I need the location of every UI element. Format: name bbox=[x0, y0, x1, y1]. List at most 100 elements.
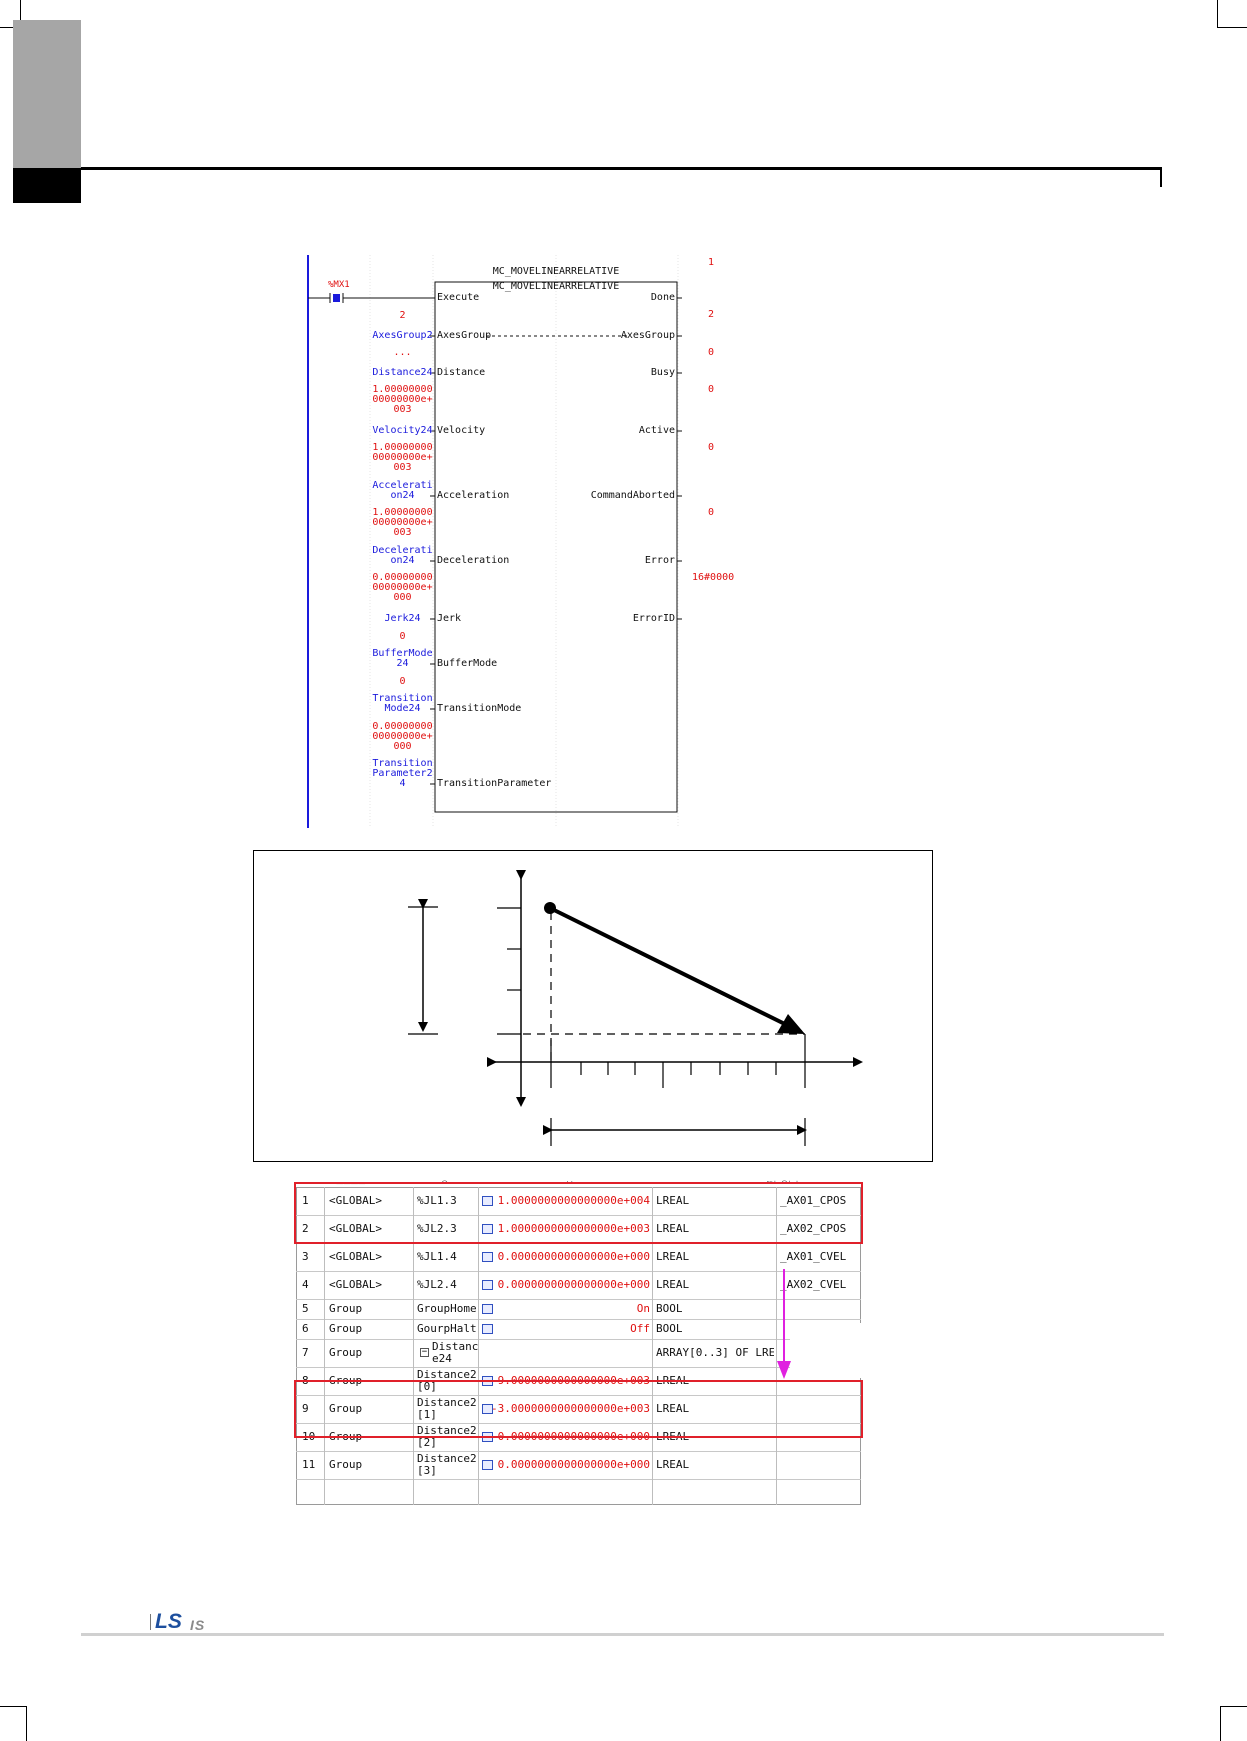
col-divider bbox=[652, 1187, 653, 1505]
cell-type: ARRAY[0..3] OF LREAL bbox=[656, 1346, 774, 1359]
crop-mark-top-right-v bbox=[1217, 0, 1218, 28]
footer-rule bbox=[81, 1633, 1164, 1636]
cell-var: %JL2.4 bbox=[417, 1278, 457, 1291]
accel-value-3: 003 bbox=[393, 527, 412, 538]
cell-scope: <GLOBAL> bbox=[329, 1222, 382, 1235]
expand-collapse-icon[interactable]: − bbox=[420, 1347, 429, 1357]
distance-value-3: 003 bbox=[393, 404, 412, 415]
highlight-current-positions bbox=[294, 1182, 863, 1244]
cell-comment: _AX01_CVEL bbox=[780, 1250, 847, 1263]
header-rule-tick bbox=[1160, 167, 1162, 187]
crop-mark-top-left-v bbox=[20, 0, 21, 28]
cell-type: LREAL bbox=[656, 1194, 690, 1207]
col-divider bbox=[413, 1187, 414, 1505]
buffer-var-1: BufferMode bbox=[372, 648, 433, 659]
output-commandaborted: CommandAborted bbox=[590, 490, 675, 501]
jerk-var: Jerk24 bbox=[384, 613, 421, 624]
output-active: Active bbox=[638, 425, 675, 436]
cell-type: BOOL bbox=[656, 1322, 683, 1335]
cell-var: Distance24 [1] bbox=[417, 1396, 477, 1421]
axesgroup-value: 2 bbox=[399, 310, 406, 321]
input-jerk: Jerk bbox=[437, 613, 462, 624]
cell-scope: Group bbox=[329, 1402, 363, 1415]
crop-mark-top-right-h bbox=[1217, 27, 1247, 28]
cell-value: 1.0000000000000000e+003 bbox=[497, 1222, 650, 1235]
monitor-icon[interactable] bbox=[482, 1460, 493, 1470]
accel-value-1: 1.00000000 bbox=[372, 507, 433, 518]
input-acceleration: Acceleration bbox=[437, 490, 510, 501]
cell-value: -3.0000000000000000e+003 bbox=[491, 1402, 650, 1415]
cell-var: GourpHalt bbox=[417, 1322, 477, 1335]
cell-scope: Group bbox=[329, 1458, 363, 1471]
cell-var: Distance24 [3] bbox=[417, 1452, 477, 1477]
table-row[interactable]: 9 Group Distance24 [1] -3.0000000000000000e… bbox=[296, 1395, 861, 1424]
col-divider bbox=[478, 1187, 479, 1505]
highlight-distance-values bbox=[294, 1380, 863, 1438]
velocity-value-1: 1.00000000 bbox=[372, 442, 433, 453]
motion-diagram bbox=[253, 850, 933, 1162]
velocity-value-2: 00000000e+ bbox=[372, 452, 433, 463]
decel-var-2: on24 bbox=[390, 555, 415, 566]
table-header-fragment-2: ᄋ bbox=[441, 1180, 449, 1189]
cell-var: GroupHome bbox=[417, 1302, 477, 1315]
input-distance: Distance bbox=[437, 367, 486, 378]
decel-value-1: 0.00000000 bbox=[372, 572, 433, 583]
cell-no: 9 bbox=[302, 1402, 309, 1415]
cell-comment bbox=[780, 1451, 860, 1479]
ladder-lines bbox=[307, 255, 682, 828]
cell-no: 11 bbox=[302, 1458, 316, 1471]
decel-var-1: Decelerati bbox=[372, 545, 433, 556]
contact-label: %MX1 bbox=[328, 280, 350, 290]
monitor-icon[interactable] bbox=[482, 1224, 493, 1234]
accel-var-2: on24 bbox=[390, 490, 415, 501]
cell-scope: <GLOBAL> bbox=[329, 1194, 382, 1207]
logo-bar bbox=[150, 1614, 151, 1630]
cell-type: LREAL bbox=[656, 1250, 690, 1263]
input-axesgroup: AxesGroup bbox=[437, 330, 492, 341]
monitor-icon[interactable] bbox=[482, 1280, 493, 1290]
cell-comment: _AX02_CVEL bbox=[780, 1278, 847, 1291]
distance-value-1: 1.00000000 bbox=[372, 384, 433, 395]
monitor-icon[interactable] bbox=[482, 1252, 493, 1262]
cell-no: 1 bbox=[302, 1194, 309, 1207]
out-value-errorid: 16#0000 bbox=[692, 572, 735, 583]
velocity-value-3: 003 bbox=[393, 462, 412, 473]
cell-no: 6 bbox=[302, 1322, 309, 1335]
monitor-icon[interactable] bbox=[482, 1404, 493, 1414]
output-done: Done bbox=[650, 292, 675, 303]
cell-type: LREAL bbox=[656, 1458, 690, 1471]
cell-no: 4 bbox=[302, 1278, 309, 1291]
transition-var-1: Transition bbox=[372, 693, 433, 704]
transition-var-2: Mode24 bbox=[384, 703, 421, 714]
cell-value bbox=[482, 1339, 652, 1367]
monitor-icon[interactable] bbox=[482, 1324, 493, 1334]
distance-value-2: 00000000e+ bbox=[372, 394, 433, 405]
cell-value: Off bbox=[630, 1322, 650, 1335]
table-header-fragment-4: ᄃᄇᄂᄋᄂᄂ bbox=[766, 1180, 803, 1189]
monitor-icon[interactable] bbox=[482, 1304, 493, 1314]
buffer-var-2: 24 bbox=[396, 658, 409, 669]
logo-is: IS bbox=[190, 1617, 206, 1633]
tparam-var-2: Parameter2 bbox=[372, 768, 433, 779]
buffer-value: 0 bbox=[399, 631, 406, 642]
out-value-1: 1 bbox=[708, 257, 715, 268]
tparam-var-1: Transition bbox=[372, 758, 433, 769]
cell-var: %JL1.4 bbox=[417, 1250, 457, 1263]
cell-value: On bbox=[636, 1302, 650, 1315]
cell-value: 0.0000000000000000e+000 bbox=[497, 1250, 650, 1263]
monitor-icon[interactable] bbox=[482, 1196, 493, 1206]
accel-var-1: Accelerati bbox=[372, 480, 433, 491]
output-busy: Busy bbox=[650, 367, 675, 378]
logo-ls: LS bbox=[155, 1610, 182, 1633]
cell-var: Distance24 [0] bbox=[417, 1368, 477, 1393]
distance-dots: ... bbox=[393, 347, 412, 358]
out-value-6: 0 bbox=[708, 507, 715, 518]
